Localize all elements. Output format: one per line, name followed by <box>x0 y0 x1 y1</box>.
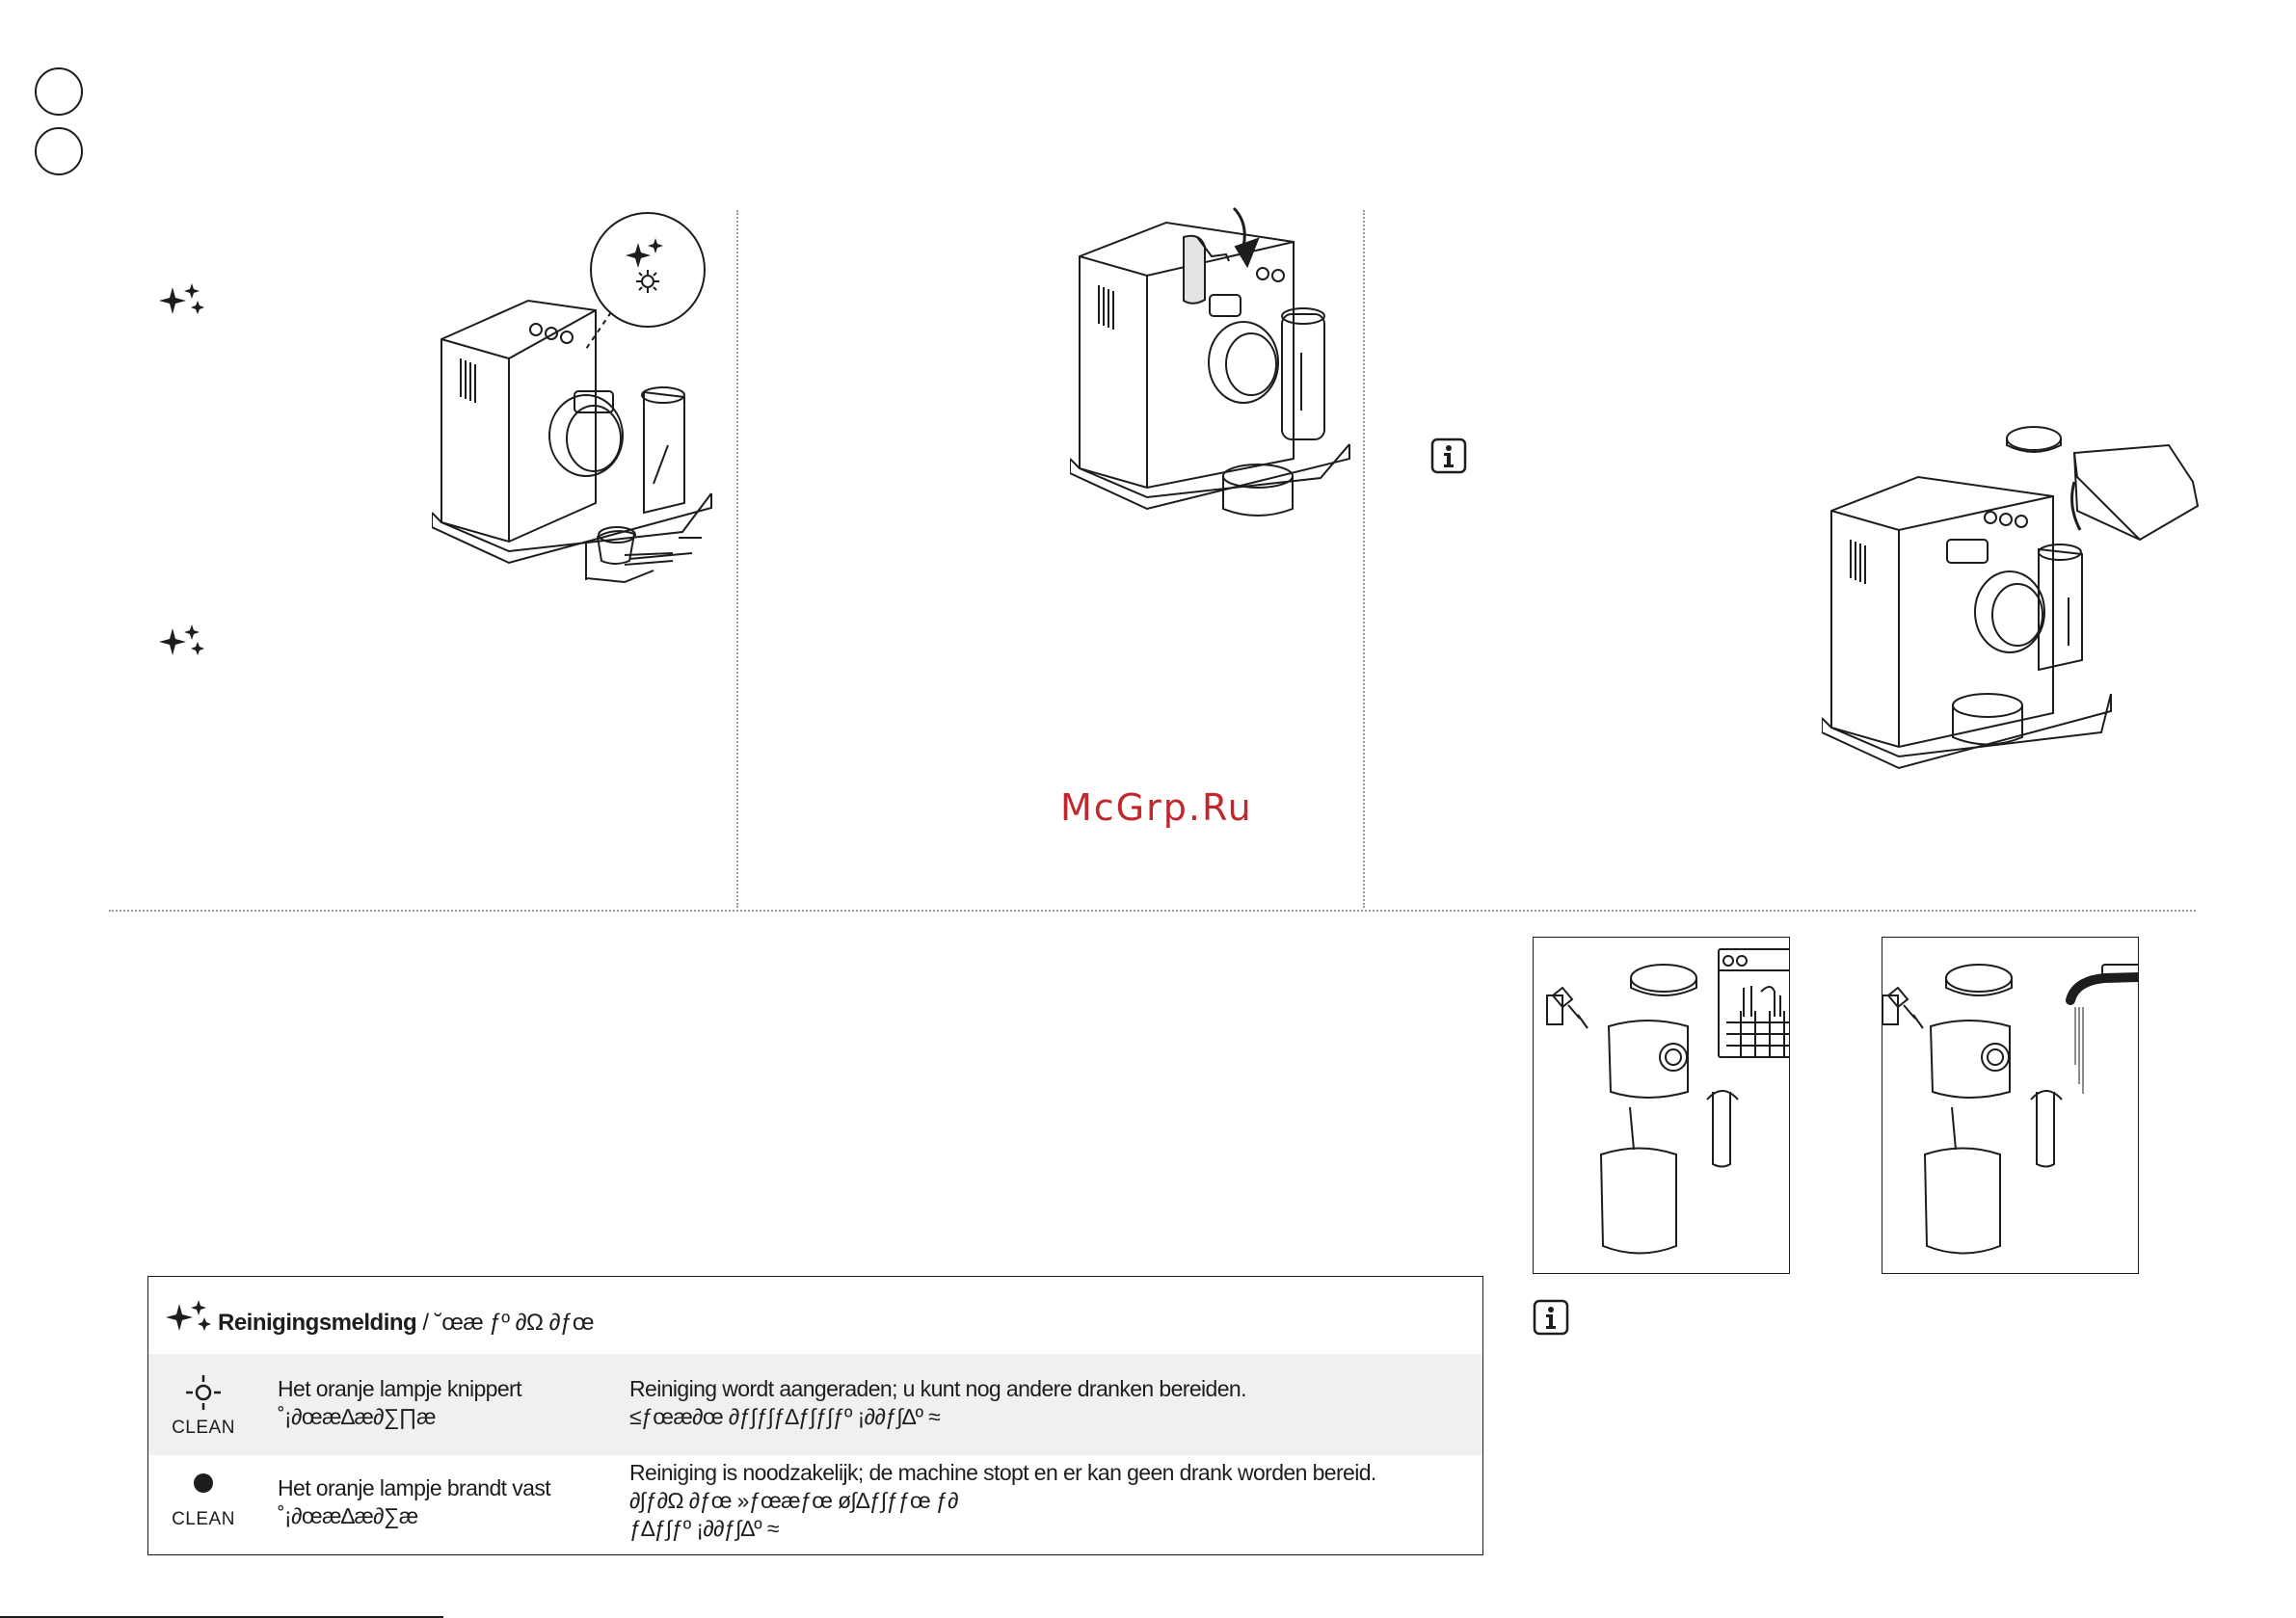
description-text: Reiniging is noodzakelijk; de machine st… <box>629 1460 1376 1485</box>
table-header: Reinigingsmelding / ˘œæ ƒº ∂Ω ∂ƒœ <box>148 1277 1482 1354</box>
column-divider-2 <box>1363 210 1365 908</box>
clean-indicator-label: CLEAN <box>172 1509 235 1529</box>
footer-rule <box>0 1616 443 1618</box>
coffee-machine-cup-illustration <box>432 212 712 584</box>
state-text-alt: ˚¡∂œæ∆æ∂∑∏æ <box>278 1404 437 1429</box>
column-divider-1 <box>736 210 738 908</box>
language-marker-2 <box>35 127 83 175</box>
indicator-description: Reiniging is noodzakelijk; de machine st… <box>629 1459 1468 1543</box>
cleaning-status-table: Reinigingsmelding / ˘œæ ƒº ∂Ω ∂ƒœ CLEAN … <box>147 1276 1483 1555</box>
indicator-description: Reiniging wordt aangeraden; u kunt nog a… <box>629 1375 1468 1431</box>
table-title-bold: Reinigingsmelding <box>218 1310 417 1336</box>
sparkle-icon <box>166 1300 211 1331</box>
milk-jug-parts-rinse-panel <box>1882 937 2176 1274</box>
description-text-alt-1: ∂∫ƒ∂Ω ∂ƒœ »ƒœæƒœ ø∫∆ƒ∫ƒƒœ ƒ∂ <box>629 1488 958 1513</box>
info-icon <box>1533 1299 1569 1336</box>
info-icon <box>1430 438 1467 474</box>
state-text-alt: ˚¡∂œæ∆æ∂∑æ <box>278 1503 418 1528</box>
sparkle-icon <box>159 283 204 314</box>
blinking-light-icon <box>186 1375 221 1410</box>
table-title-alt: ˘œæ ƒº ∂Ω ∂ƒœ <box>434 1310 595 1336</box>
indicator-state: Het oranje lampje knippert ˚¡∂œæ∆æ∂∑∏æ <box>278 1375 521 1431</box>
description-text: Reiniging wordt aangeraden; u kunt nog a… <box>629 1376 1247 1401</box>
description-text-alt-2: ƒ∆ƒ∫ƒº ¡∂∂ƒ∫∆º ≈ <box>629 1516 780 1541</box>
state-text: Het oranje lampje knippert <box>278 1376 521 1401</box>
table-title: Reinigingsmelding / ˘œæ ƒº ∂Ω ∂ƒœ <box>218 1310 594 1337</box>
solid-light-icon <box>194 1473 213 1493</box>
watermark: McGrp.Ru <box>1060 786 1253 829</box>
milk-jug-parts-dishwasher-panel <box>1533 937 1816 1274</box>
sparkle-icon <box>159 624 204 655</box>
language-marker-1 <box>35 67 83 116</box>
table-title-separator: / <box>416 1310 435 1336</box>
indicator-state: Het oranje lampje brandt vast ˚¡∂œæ∆æ∂∑æ <box>278 1474 551 1530</box>
clean-indicator-label: CLEAN <box>172 1418 235 1438</box>
section-divider <box>109 910 2196 912</box>
coffee-machine-lever-illustration <box>1070 206 1350 517</box>
state-text: Het oranje lampje brandt vast <box>278 1475 551 1500</box>
description-text-alt: ≤ƒœæ∂œ ∂ƒ∫ƒ∫ƒ∆ƒ∫ƒ∫ƒº ¡∂∂ƒ∫∆º ≈ <box>629 1404 941 1429</box>
table-row: CLEAN Het oranje lampje brandt vast ˚¡∂œ… <box>148 1455 1482 1555</box>
milk-pouring-illustration <box>1822 426 2200 770</box>
table-row: CLEAN Het oranje lampje knippert ˚¡∂œæ∆æ… <box>148 1354 1482 1455</box>
